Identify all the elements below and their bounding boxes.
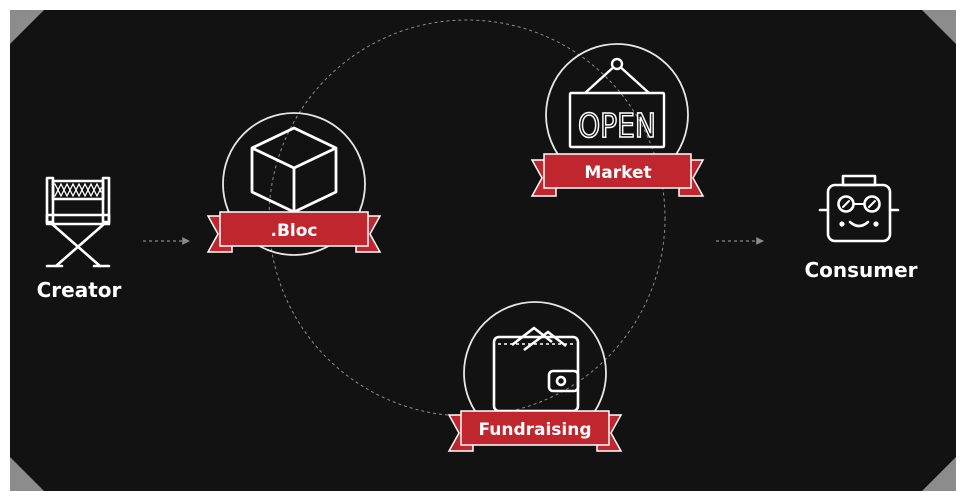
director-chair-icon bbox=[45, 176, 111, 268]
market-label: Market bbox=[584, 163, 651, 183]
market-ribbon: Market bbox=[530, 153, 705, 197]
fundraising-node: Fundraising bbox=[447, 301, 623, 452]
bloc-label: .Bloc bbox=[271, 221, 318, 241]
corner-top-left bbox=[10, 10, 44, 44]
open-sign-text: OPEN bbox=[578, 106, 656, 145]
cycle-connector bbox=[268, 19, 666, 417]
fundraising-ribbon: Fundraising bbox=[447, 410, 623, 452]
creator-node: Creator bbox=[37, 176, 122, 302]
consumer-label: Consumer bbox=[804, 258, 917, 282]
bloc-node: .Bloc bbox=[206, 112, 382, 256]
creator-label: Creator bbox=[37, 278, 122, 302]
corner-bottom-left bbox=[10, 457, 44, 491]
consumer-node: Consumer bbox=[804, 174, 918, 282]
open-sign-icon: OPEN bbox=[568, 57, 666, 149]
bloc-ribbon: .Bloc bbox=[206, 211, 382, 253]
corner-top-right bbox=[922, 10, 956, 44]
corner-bottom-right bbox=[922, 457, 956, 491]
cube-icon bbox=[250, 126, 338, 214]
fundraising-label: Fundraising bbox=[478, 420, 591, 440]
bloc-ring bbox=[222, 112, 366, 256]
market-node: OPEN Market bbox=[530, 43, 705, 197]
wallet-icon bbox=[492, 326, 580, 413]
robot-face-icon bbox=[818, 174, 900, 243]
